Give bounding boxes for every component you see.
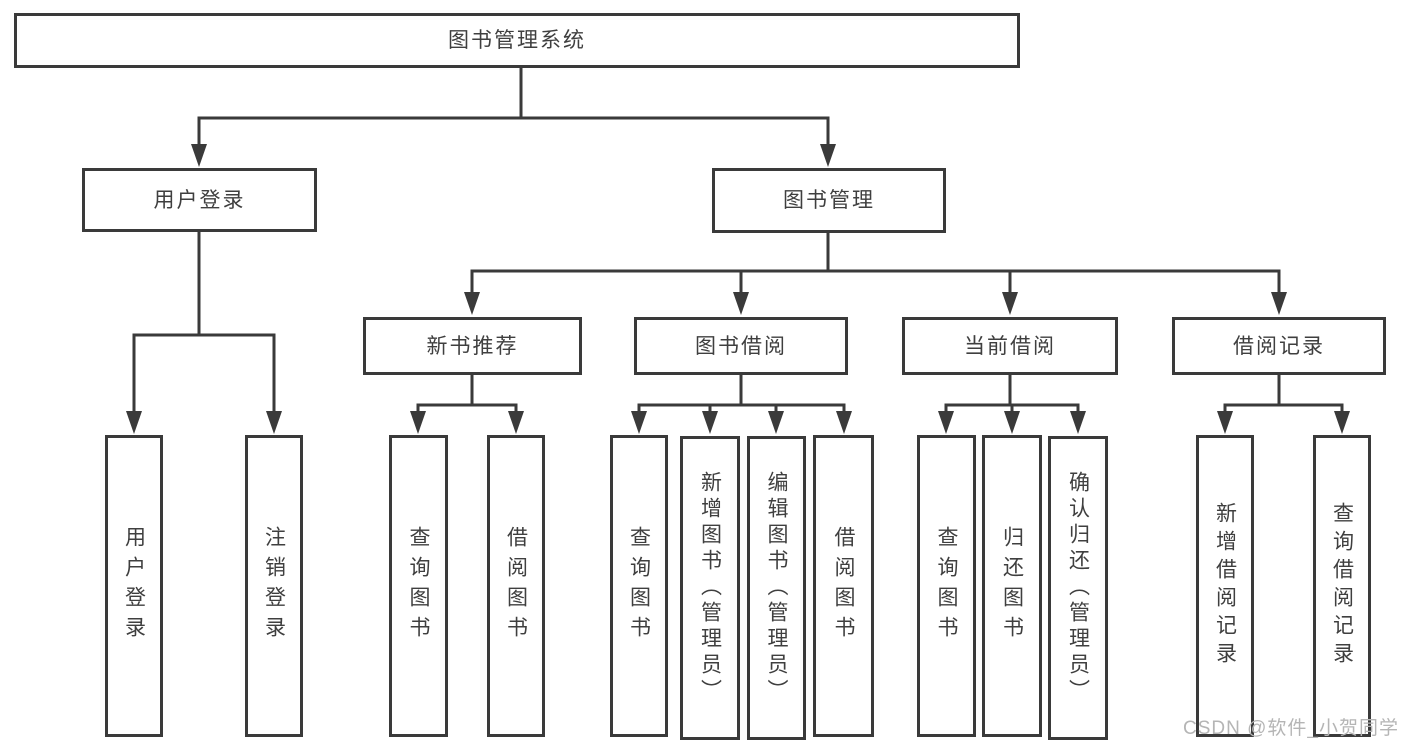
arrow-down-icon [191, 144, 207, 167]
arrow-down-icon [1334, 411, 1350, 434]
node-book-borrowing: 图书借阅 [634, 317, 848, 375]
node-bb-query-books: 查询图书 [610, 435, 668, 737]
node-logout-login: 注销登录 [245, 435, 303, 737]
node-cb-return-books: 归还图书 [982, 435, 1042, 737]
node-br-query-record: 查询借阅记录 [1313, 435, 1371, 737]
arrow-down-icon [410, 411, 426, 434]
arrow-down-icon [1002, 292, 1018, 315]
arrowheads [126, 144, 1350, 434]
arrow-down-icon [1217, 411, 1233, 434]
arrow-down-icon [508, 411, 524, 434]
edge-bookmgmt-level3 [470, 232, 1281, 294]
node-user-login: 用户登录 [82, 168, 317, 232]
arrow-down-icon [126, 411, 142, 434]
edge-userlogin-children [132, 231, 276, 413]
edge-current-children [944, 374, 1080, 413]
arrow-down-icon [836, 411, 852, 434]
node-rec-borrow-books: 借阅图书 [487, 435, 545, 737]
edge-root-level2 [197, 67, 830, 146]
node-rec-query-books: 查询图书 [389, 435, 448, 737]
arrow-down-icon [768, 411, 784, 434]
node-bb-edit-books: 编辑图书（管理员） [747, 436, 806, 740]
edge-borrowing-children [637, 374, 846, 413]
node-borrowing-records: 借阅记录 [1172, 317, 1386, 375]
node-cb-confirm-return: 确认归还（管理员） [1048, 436, 1108, 740]
node-br-add-record: 新增借阅记录 [1196, 435, 1254, 737]
arrow-down-icon [464, 292, 480, 315]
arrow-down-icon [631, 411, 647, 434]
arrow-down-icon [1004, 411, 1020, 434]
arrow-down-icon [733, 292, 749, 315]
arrow-down-icon [820, 144, 836, 167]
edge-lines [132, 67, 1344, 413]
arrow-down-icon [1070, 411, 1086, 434]
arrow-down-icon [938, 411, 954, 434]
node-login-user: 用户登录 [105, 435, 163, 737]
arrow-down-icon [1271, 292, 1287, 315]
node-current-borrowing: 当前借阅 [902, 317, 1118, 375]
node-new-book-recommend: 新书推荐 [363, 317, 582, 375]
watermark: CSDN @软件_小贺同学 [1183, 718, 1399, 739]
node-root: 图书管理系统 [14, 13, 1020, 68]
node-bb-borrow-books: 借阅图书 [813, 435, 874, 737]
arrow-down-icon [266, 411, 282, 434]
node-cb-query-books: 查询图书 [917, 435, 976, 737]
node-bb-add-books: 新增图书（管理员） [680, 436, 740, 740]
edge-records-children [1223, 374, 1344, 413]
edge-recommend-children [416, 374, 518, 413]
node-book-management: 图书管理 [712, 168, 946, 233]
arrow-down-icon [702, 411, 718, 434]
